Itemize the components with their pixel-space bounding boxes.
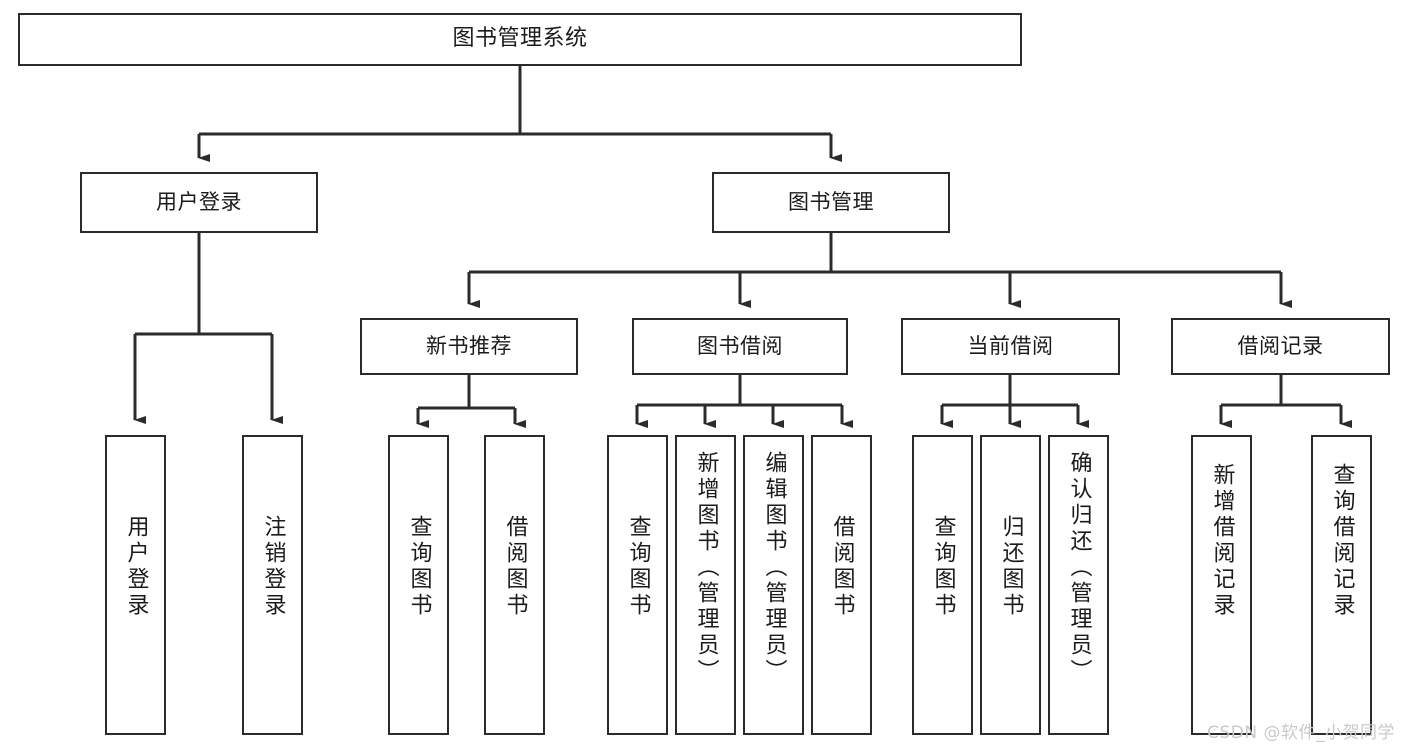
- node-label: 注销登录: [260, 515, 286, 619]
- leaf-confirm-return-admin[interactable]: 确认归还（管理员）: [1048, 435, 1109, 735]
- node-book-borrow[interactable]: 图书借阅: [632, 318, 848, 375]
- node-label: 确认归还（管理员）: [1066, 451, 1092, 685]
- node-book-management[interactable]: 图书管理: [712, 172, 950, 233]
- node-label: 查询图书: [406, 515, 432, 619]
- node-root-book-management-system[interactable]: 图书管理系统: [18, 13, 1022, 66]
- node-label: 编辑图书（管理员）: [761, 451, 787, 685]
- node-label: 借阅图书: [502, 515, 528, 619]
- node-label: 用户登录: [156, 189, 242, 214]
- leaf-user-login[interactable]: 用户登录: [105, 435, 166, 735]
- leaf-logout[interactable]: 注销登录: [242, 435, 303, 735]
- node-label: 图书管理系统: [452, 26, 588, 52]
- leaf-query-book-current[interactable]: 查询图书: [912, 435, 973, 735]
- leaf-add-book-admin[interactable]: 新增图书（管理员）: [675, 435, 736, 735]
- node-label: 新增借阅记录: [1209, 463, 1235, 619]
- node-label: 借阅记录: [1237, 333, 1324, 358]
- node-label: 查询图书: [930, 515, 956, 619]
- watermark: CSDN @软件_小贺同学: [1207, 723, 1395, 743]
- leaf-borrow-book-recommend[interactable]: 借阅图书: [484, 435, 545, 735]
- node-label: 查询借阅记录: [1329, 463, 1355, 619]
- node-label: 图书借阅: [697, 333, 783, 358]
- node-label: 查询图书: [625, 515, 651, 619]
- leaf-edit-book-admin[interactable]: 编辑图书（管理员）: [743, 435, 804, 735]
- leaf-return-book[interactable]: 归还图书: [980, 435, 1041, 735]
- node-label: 借阅图书: [829, 515, 855, 619]
- leaf-query-borrow-record[interactable]: 查询借阅记录: [1311, 435, 1372, 735]
- leaf-add-borrow-record[interactable]: 新增借阅记录: [1191, 435, 1252, 735]
- node-user-login[interactable]: 用户登录: [80, 172, 318, 233]
- node-new-book-recommend[interactable]: 新书推荐: [360, 318, 578, 375]
- node-label: 归还图书: [998, 515, 1024, 619]
- node-borrow-record[interactable]: 借阅记录: [1171, 318, 1390, 375]
- node-label: 新增图书（管理员）: [693, 451, 719, 685]
- leaf-query-book-recommend[interactable]: 查询图书: [388, 435, 449, 735]
- node-label: 图书管理: [788, 189, 874, 214]
- node-label: 新书推荐: [426, 333, 512, 358]
- node-current-borrow[interactable]: 当前借阅: [901, 318, 1120, 375]
- leaf-query-book-borrow[interactable]: 查询图书: [607, 435, 668, 735]
- node-label: 用户登录: [123, 515, 149, 619]
- leaf-borrow-book[interactable]: 借阅图书: [811, 435, 872, 735]
- node-label: 当前借阅: [967, 333, 1054, 358]
